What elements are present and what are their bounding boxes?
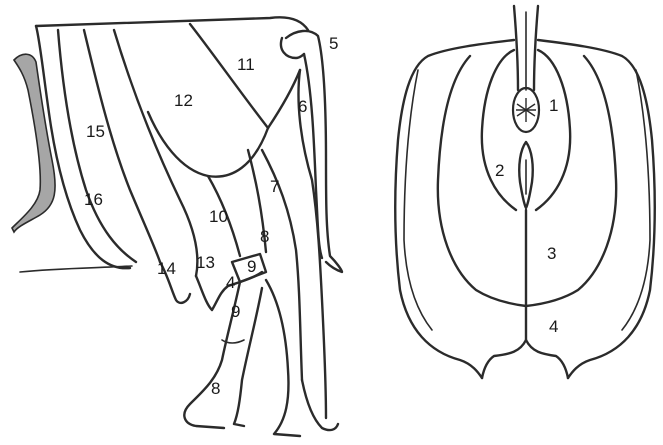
rump-line [190,24,268,128]
back-outline [36,17,308,30]
stripe-14 [114,30,197,276]
cannon-right-front [266,280,300,436]
tail-caudal-left [514,6,518,90]
region-12-label: 12 [174,91,193,110]
stripe-15-outer [84,30,160,262]
lateral-view: 5 6 7 8 8 9 9 10 11 12 13 4 14 15 16 [12,17,342,436]
anus-star-icon [516,98,536,122]
region-10-label: 10 [209,207,228,226]
caudal-bottom [482,340,568,378]
cannon-right-back [302,380,338,430]
region-9-label-lower: 9 [231,302,240,321]
region-4-label-lateral: 4 [226,273,235,292]
region-13-label: 13 [196,253,215,272]
region-2-label: 2 [495,161,504,180]
tail-caudal-right [534,6,538,90]
hock-front [262,150,302,380]
region-8-label-upper: 8 [260,227,269,246]
region-3-label: 3 [547,244,556,263]
region-1-label: 1 [549,96,558,115]
region-4-label-caudal: 4 [549,317,558,336]
left-tail-shading [12,54,55,232]
region-5-label: 5 [329,34,338,53]
caudal-view: 1 2 3 4 [395,6,655,378]
buttock-line [268,70,300,128]
abdomen-line [20,266,132,272]
caudal-inner-right-2 [526,56,616,306]
region-8-label-lower: 8 [211,379,220,398]
region-6-label: 6 [298,97,307,116]
caudal-inner-left-1 [482,50,516,210]
caudal-side-left [404,70,432,330]
region-7-label: 7 [270,177,279,196]
caudal-inner-left-2 [438,56,526,306]
caudal-side-right [622,70,650,330]
region-14-label: 14 [157,259,176,278]
region-9-label-upper: 9 [247,257,256,276]
region-11-label: 11 [237,55,255,74]
tail-base [281,38,304,58]
caudal-outer-left [395,40,514,378]
caudal-inner-right-1 [536,50,570,210]
region-15-label: 15 [86,122,105,141]
region-16-label: 16 [84,190,103,209]
